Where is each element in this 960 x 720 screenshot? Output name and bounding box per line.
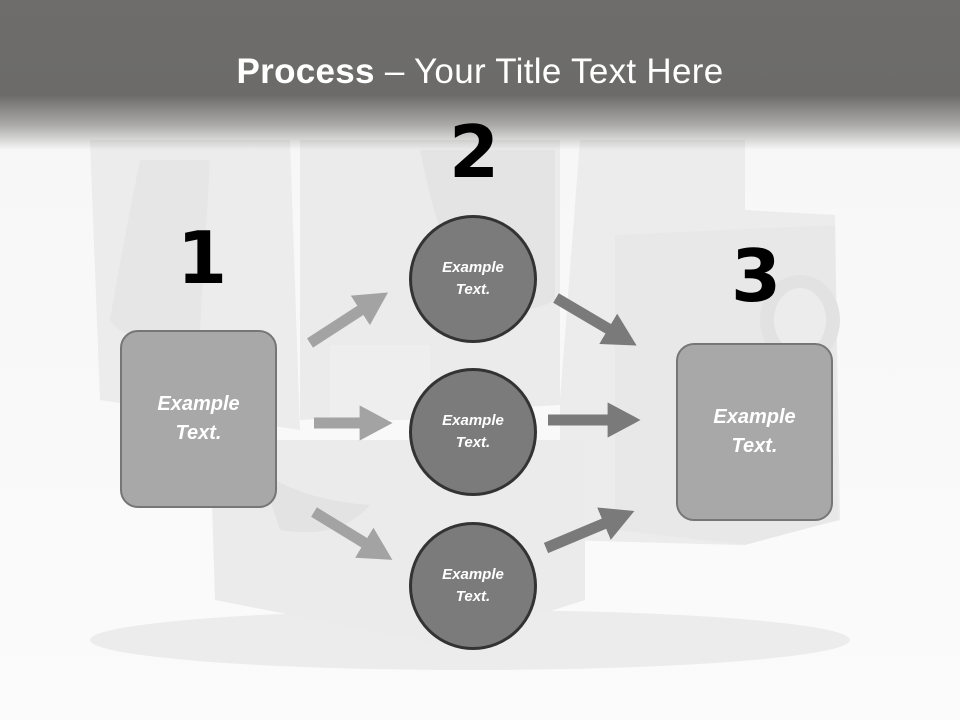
page-title: Process – Your Title Text Here	[0, 52, 960, 92]
arrow-bottom-to-right	[543, 507, 635, 554]
arrow-top-to-right	[553, 293, 637, 346]
right-box-line2: Text.	[731, 435, 778, 457]
step-number-2: 2	[449, 110, 500, 194]
left-box-line2: Text.	[175, 422, 222, 444]
arrow-left-to-top	[307, 292, 388, 348]
step-number-3: 3	[731, 234, 782, 318]
circle-bottom-line1: Example	[442, 565, 504, 583]
arrow-left-to-bottom	[311, 507, 393, 560]
title-bold: Process	[236, 52, 375, 91]
circle-top-line2: Text.	[455, 281, 491, 298]
title-bar	[0, 0, 960, 150]
right-box-line1: Example	[713, 406, 796, 428]
circle-middle-line2: Text.	[455, 434, 491, 451]
circle-middle-line1: Example	[442, 411, 504, 429]
left-box-line1: Example	[157, 393, 240, 415]
circle-bottom-line2: Text.	[455, 588, 491, 605]
circle-top-line1: Example	[442, 258, 504, 276]
title-rest: – Your Title Text Here	[374, 52, 724, 91]
step-number-1: 1	[177, 216, 228, 300]
